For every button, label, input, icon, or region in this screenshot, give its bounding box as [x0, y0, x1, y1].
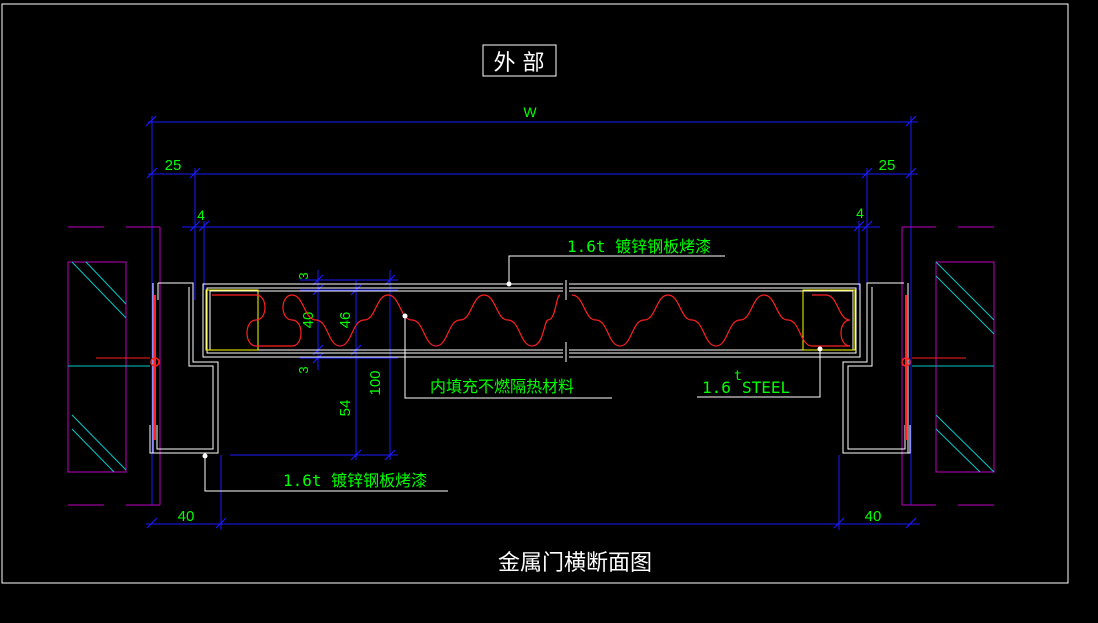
callout-face-sheet: 1.6t 镀锌钢板烤漆 — [567, 237, 711, 256]
dim-leaf-skin: 3 — [296, 272, 311, 279]
right-frame — [842, 282, 911, 454]
dim-frame-return: 54 — [337, 400, 354, 417]
dim-right-gap: 4 — [856, 205, 864, 221]
dim-frame-depth: 100 — [367, 370, 384, 395]
header-box — [482, 44, 557, 77]
drawing-border — [1, 3, 1069, 584]
dim-left-jamb: 40 — [178, 508, 195, 525]
header-label: 外 部 — [494, 51, 545, 76]
dim-right-jamb: 40 — [865, 508, 882, 525]
dim-left-offset: 25 — [165, 157, 182, 174]
leaders — [202, 255, 823, 492]
callout-steel-sup: t — [734, 369, 742, 384]
dim-leaf-total: 46 — [337, 312, 354, 329]
left-wall — [67, 226, 161, 506]
drawing-title: 金属门横断面图 — [498, 551, 652, 576]
callout-infill: 内填充不燃隔热材料 — [430, 377, 574, 396]
dim-leaf-core: 40 — [300, 312, 317, 329]
callout-frame-sheet: 1.6t 镀锌钢板烤漆 — [283, 471, 427, 490]
dim-left-gap: 4 — [197, 207, 205, 223]
dim-overall: W — [523, 104, 537, 120]
door-leaf — [202, 280, 861, 362]
dimension-lines — [145, 115, 920, 530]
right-wall — [901, 226, 995, 506]
callout-steel-word: STEEL — [742, 378, 790, 397]
dim-leaf-skin-bottom: 3 — [296, 366, 311, 373]
left-frame — [149, 282, 219, 454]
dim-right-offset: 25 — [879, 157, 896, 174]
callout-steel-base: 1.6 — [702, 378, 731, 397]
